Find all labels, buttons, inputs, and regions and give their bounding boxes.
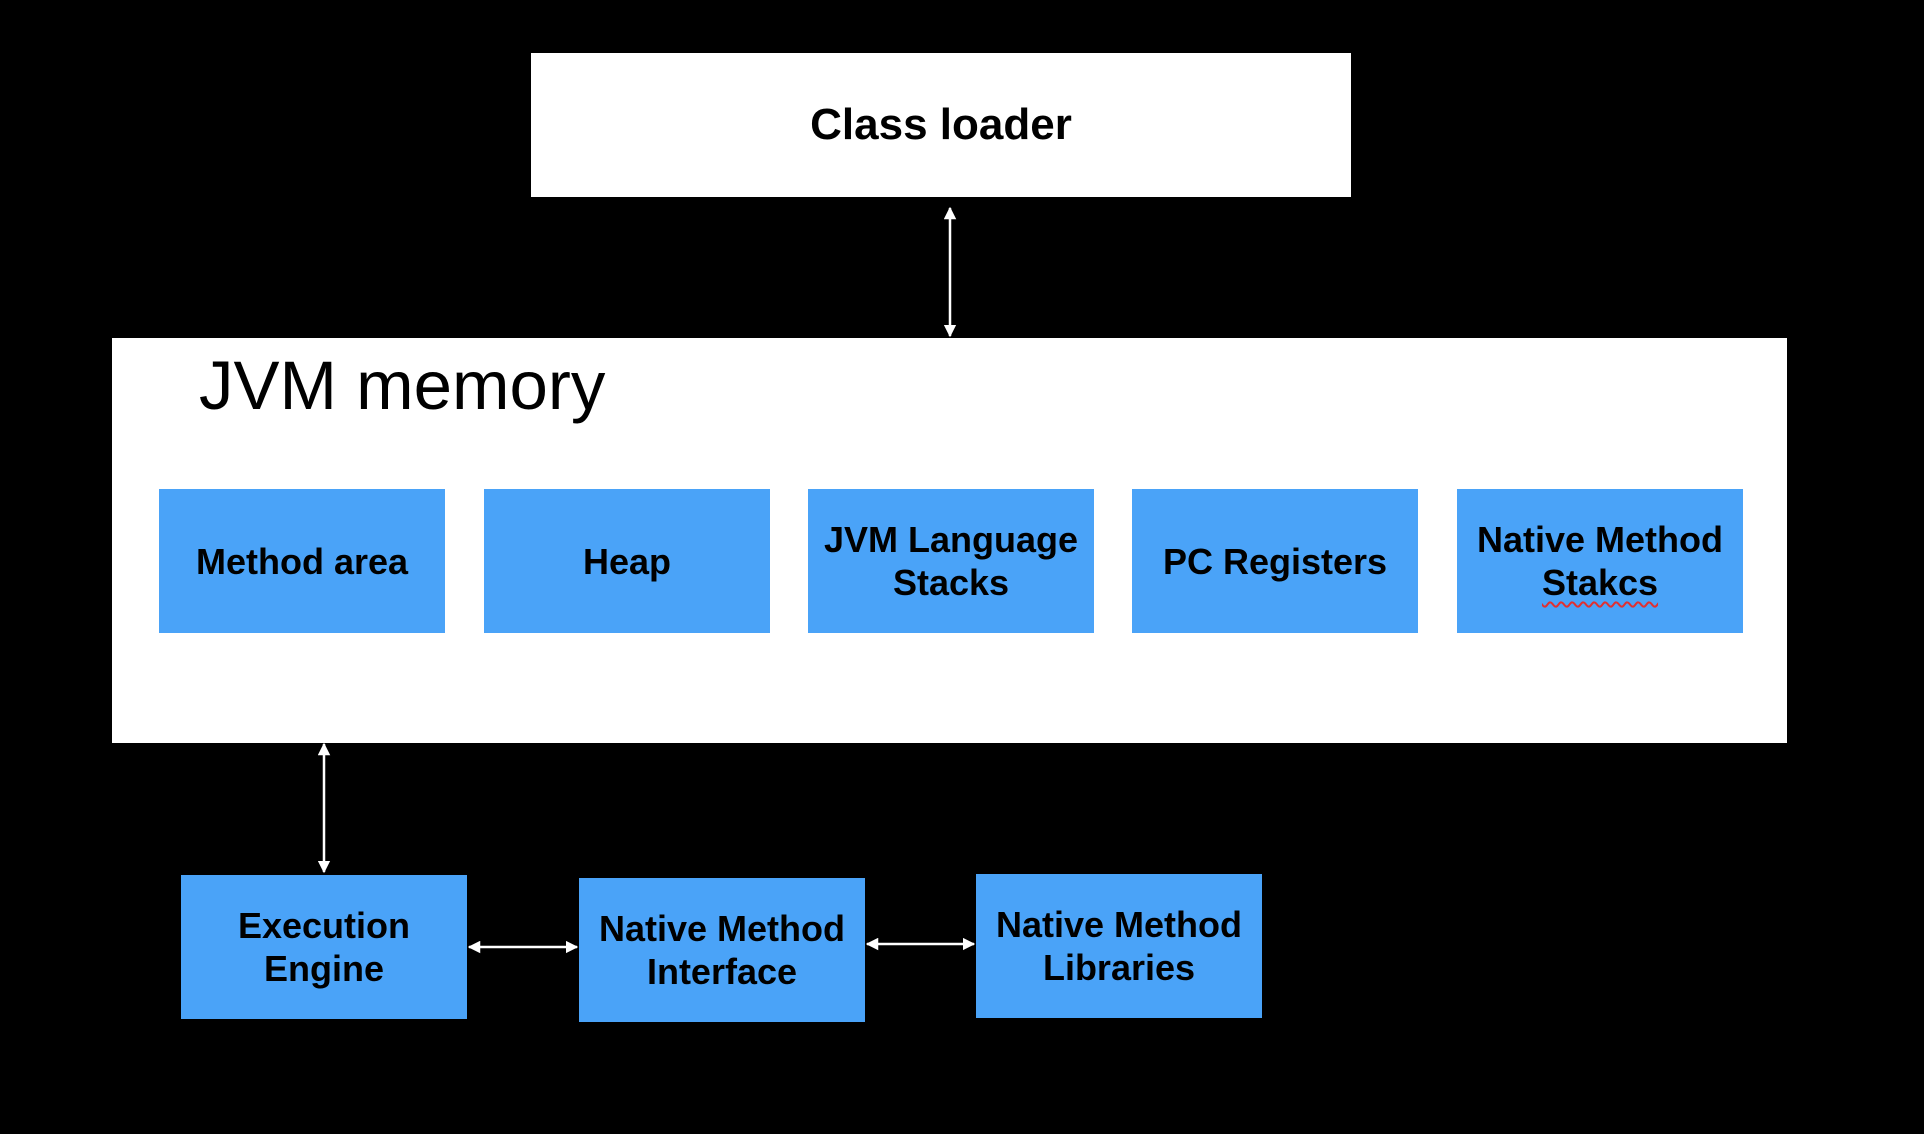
native-method-stacks-label-line-1: Native Method: [1476, 519, 1724, 560]
heap-label: Heap: [582, 540, 672, 582]
native-method-interface-box: Native Method Interface: [579, 878, 865, 1022]
native-method-interface-label-line-2: Interface: [646, 951, 798, 992]
class-loader-label: Class loader: [810, 100, 1072, 149]
pc-registers-box: PC Registers: [1132, 489, 1418, 633]
jvm-language-stacks-label-line-2: Stacks: [892, 562, 1010, 603]
native-method-interface-label-line-1: Native Method: [598, 908, 846, 949]
class-loader-box: Class loader: [531, 53, 1351, 197]
jvm-memory-title: JVM memory: [199, 347, 606, 424]
jvm-language-stacks-box: JVM Language Stacks: [808, 489, 1094, 633]
pc-registers-label: PC Registers: [1162, 540, 1388, 582]
native-method-libraries-label-line-2: Libraries: [1042, 947, 1196, 988]
method-area-label: Method area: [195, 540, 409, 582]
native-method-stacks-label-line-2: Stakcs: [1541, 562, 1659, 603]
method-area-box: Method area: [159, 489, 445, 633]
native-method-libraries-box: Native Method Libraries: [976, 874, 1262, 1018]
native-method-stacks-box: Native Method Stakcs: [1457, 489, 1743, 633]
native-method-libraries-label-line-1: Native Method: [995, 904, 1243, 945]
execution-engine-label-line-1: Execution: [237, 905, 411, 946]
heap-box: Heap: [484, 489, 770, 633]
execution-engine-box: Execution Engine: [181, 875, 467, 1019]
jvm-language-stacks-label-line-1: JVM Language: [823, 519, 1079, 560]
execution-engine-label-line-2: Engine: [263, 948, 384, 989]
